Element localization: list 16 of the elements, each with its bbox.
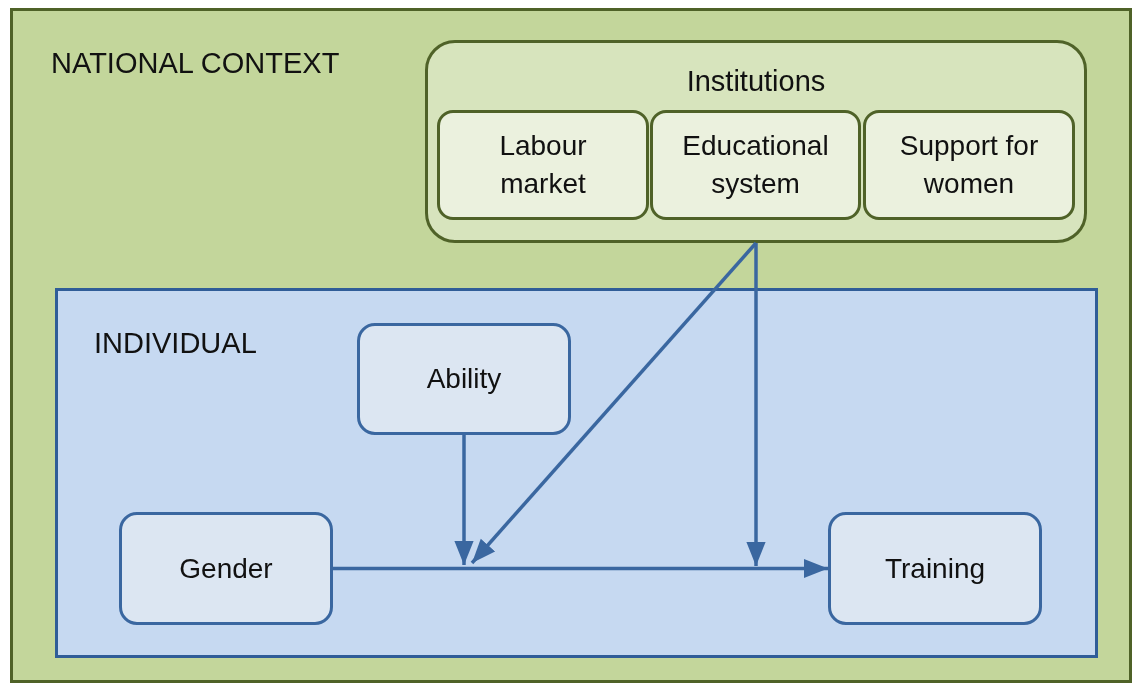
group-title: INDIVIDUAL	[94, 327, 257, 360]
context-panel	[10, 8, 1132, 683]
group-title: Institutions	[686, 65, 826, 98]
arrow	[454, 435, 474, 565]
process-box: Ability	[357, 323, 571, 435]
group-title: NATIONAL CONTEXT	[51, 47, 340, 80]
process-box: Gender	[119, 512, 333, 625]
process-box: Educational system	[650, 110, 861, 220]
arrow	[746, 243, 766, 566]
individual-panel	[55, 288, 1098, 658]
arrow	[470, 241, 758, 565]
process-box: Support for women	[863, 110, 1075, 220]
process-box: Training	[828, 512, 1042, 625]
process-box: Labour market	[437, 110, 649, 220]
group-box	[425, 40, 1087, 243]
arrow	[333, 558, 828, 579]
